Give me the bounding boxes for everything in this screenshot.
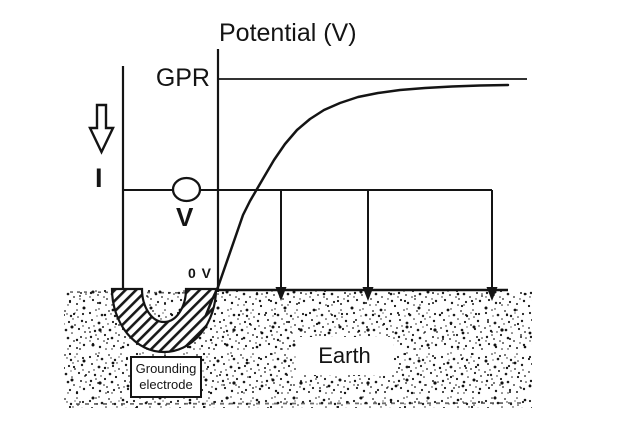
current-label: I [95, 163, 103, 193]
grounding-electrode-callout-box: Grounding electrode [130, 356, 202, 398]
earth-label: Earth [318, 343, 371, 368]
down-arrowhead-icon [486, 287, 498, 301]
voltmeter-label: V [176, 202, 194, 232]
grounding-electrode-label-line1: Grounding [135, 360, 197, 376]
gpr-label: GPR [155, 64, 210, 92]
soil-bottom-edge [75, 402, 523, 405]
earth-surface-potential-curve [204, 83, 510, 317]
zero-volt-label: 0 V [188, 265, 213, 281]
ground-contact-arrowhead-icons [275, 287, 498, 301]
ground-probe-lines [280, 190, 493, 291]
earth-label-patch: Earth [296, 337, 393, 375]
diagram-title: Potential (V) [219, 19, 357, 47]
electrode-hatch [110, 287, 218, 354]
down-arrowhead-icon [275, 287, 287, 301]
down-arrowhead-icon [362, 287, 374, 301]
soil-top-edge [69, 291, 206, 294]
voltmeter-circle-icon [171, 176, 202, 203]
current-down-arrow-icon [88, 103, 115, 155]
grounding-electrode-shape [110, 287, 218, 354]
grounding-electrode-label-line2: electrode [139, 377, 193, 392]
